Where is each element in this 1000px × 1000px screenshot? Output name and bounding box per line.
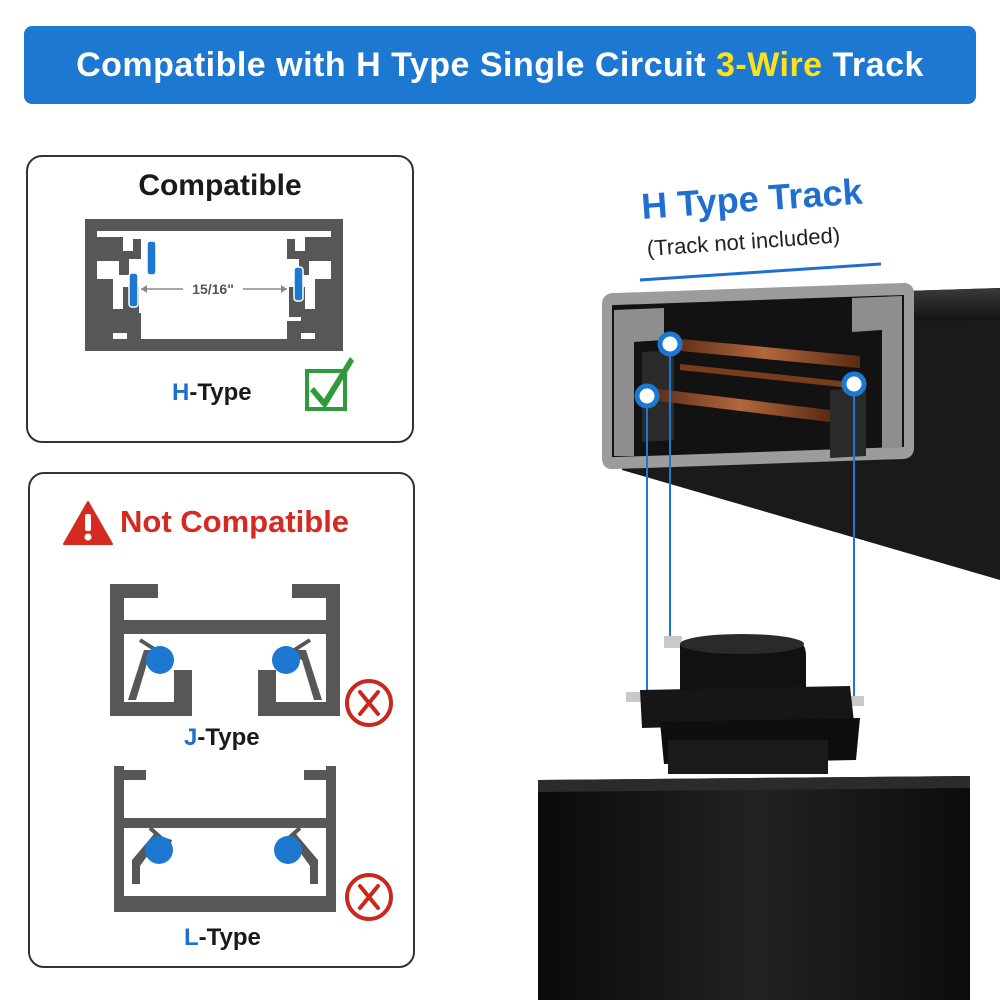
title-underline [639, 262, 882, 282]
warning-triangle-icon [63, 501, 113, 545]
j-type-letter: J [184, 724, 198, 751]
track-not-included-note: (Track not included) [646, 222, 841, 261]
h-type-track-diagram: 15/16" [85, 219, 343, 351]
header-banner: Compatible with H Type Single Circuit 3-… [24, 26, 976, 104]
dimension-label: 15/16" [192, 281, 234, 297]
not-compatible-title: Not Compatible [120, 504, 350, 539]
l-type-track-diagram [114, 766, 336, 912]
banner-text-end: Track [822, 45, 924, 84]
compatible-title: Compatible [138, 169, 302, 202]
h-type-track-title: H Type Track [640, 170, 864, 227]
l-type-label: L-Type [184, 924, 261, 952]
h-type-label: H-Type [172, 379, 252, 407]
banner-text-start: Compatible with H Type Single Circuit [76, 45, 716, 84]
red-x-icon [345, 679, 393, 727]
compatible-card: Compatible 15/16" H-Type [26, 155, 414, 443]
banner-highlight: 3-Wire [715, 45, 823, 84]
track-and-connector-illustration [538, 282, 1000, 1000]
j-type-label: J-Type [184, 724, 260, 752]
banner-title: Compatible with H Type Single Circuit 3-… [76, 46, 924, 85]
h-type-letter: H [172, 379, 190, 406]
j-type-suffix: -Type [197, 724, 260, 751]
l-type-suffix: -Type [198, 924, 261, 951]
j-type-track-diagram [110, 584, 340, 716]
not-compatible-card: Not Compatible J-Type L-Type [28, 472, 415, 968]
green-checkmark-icon [305, 357, 354, 411]
l-type-letter: L [184, 924, 199, 951]
red-x-icon [345, 873, 393, 921]
h-type-suffix: -Type [189, 379, 252, 406]
